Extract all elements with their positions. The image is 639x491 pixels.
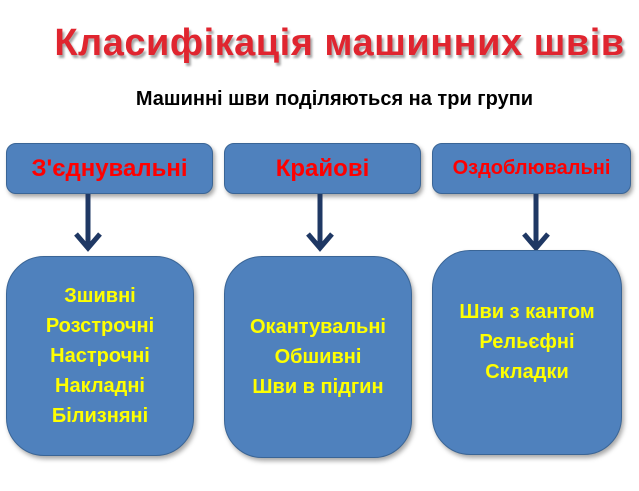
group-items-edge: Окантувальні Обшивні Шви в підгин: [224, 256, 412, 458]
group-items-joining: Зшивні Розстрочні Настрочні Накладні Біл…: [6, 256, 194, 456]
group-item: Настрочні: [50, 345, 150, 367]
group-item: Обшивні: [274, 346, 362, 368]
arrow-down-icon: [306, 194, 334, 252]
group-item: Шви з кантом: [459, 301, 595, 323]
group-item: Накладні: [55, 375, 145, 397]
group-items-decorative: Шви з кантом Рельєфні Складки: [432, 250, 622, 455]
group-name-joining: З'єднувальні: [31, 154, 188, 182]
group-item: Рельєфні: [479, 331, 575, 353]
group-header-edge: Крайові: [224, 143, 421, 194]
group-item: Зшивні: [64, 285, 136, 307]
arrow-down-icon: [522, 194, 550, 252]
arrow-down-icon: [74, 194, 102, 252]
group-name-edge: Крайові: [275, 154, 370, 182]
page-subtitle: Машинні шви поділяються на три групи: [135, 88, 534, 110]
group-item: Окантувальні: [250, 316, 386, 338]
page-title: Класифікація машинних швів: [54, 22, 625, 64]
group-header-joining: З'єднувальні: [6, 143, 213, 194]
group-item: Складки: [485, 361, 569, 383]
group-item: Шви в підгин: [252, 376, 384, 398]
group-name-decorative: Оздоблювальні: [452, 157, 611, 179]
group-item: Розстрочні: [45, 315, 155, 337]
group-header-decorative: Оздоблювальні: [432, 143, 631, 194]
group-item: Білизняні: [51, 405, 149, 427]
